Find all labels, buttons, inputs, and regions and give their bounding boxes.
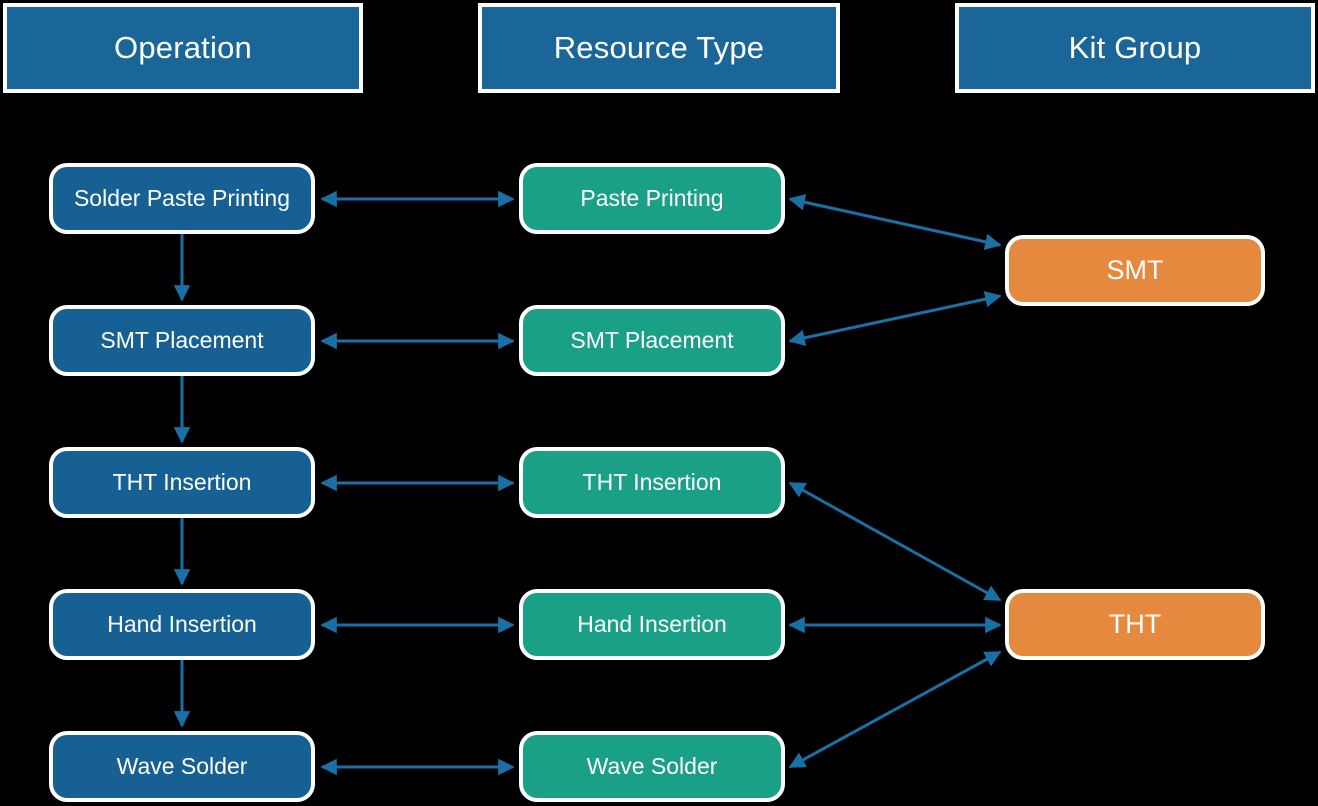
node-label: SMT <box>1106 255 1164 285</box>
node-label: SMT Placement <box>100 327 264 353</box>
node-label: THT <box>1108 609 1162 639</box>
node-label: Wave Solder <box>586 753 718 779</box>
node-label: Hand Insertion <box>107 611 257 637</box>
column-header-kit-group: Kit Group <box>955 3 1315 93</box>
node-label: Wave Solder <box>116 753 248 779</box>
node-resource-tht-insertion[interactable]: THT Insertion <box>519 447 785 518</box>
node-kit-group-tht[interactable]: THT <box>1005 589 1265 660</box>
edge-rt-kg-paste-smt <box>788 194 1002 250</box>
node-label: THT Insertion <box>112 469 252 495</box>
column-header-operation-label: Operation <box>114 30 252 65</box>
node-operation-smt-placement[interactable]: SMT Placement <box>49 305 315 376</box>
node-kit-group-smt[interactable]: SMT <box>1005 235 1265 306</box>
node-label: THT Insertion <box>582 469 722 495</box>
column-header-resource-type: Resource Type <box>478 3 840 93</box>
node-label: Hand Insertion <box>577 611 727 637</box>
column-header-kit-group-label: Kit Group <box>1068 30 1202 65</box>
column-header-resource-type-label: Resource Type <box>553 30 765 65</box>
node-label: Solder Paste Printing <box>73 185 291 211</box>
edge-rt-kg-tht-tht <box>788 481 1002 602</box>
node-label: SMT Placement <box>570 327 734 353</box>
node-resource-wave-solder[interactable]: Wave Solder <box>519 731 785 802</box>
node-resource-paste-printing[interactable]: Paste Printing <box>519 163 785 234</box>
node-operation-tht-insertion[interactable]: THT Insertion <box>49 447 315 518</box>
node-resource-smt-placement[interactable]: SMT Placement <box>519 305 785 376</box>
node-label: Paste Printing <box>580 185 724 211</box>
column-header-operation: Operation <box>3 3 363 93</box>
node-operation-wave-solder[interactable]: Wave Solder <box>49 731 315 802</box>
edge-rt-kg-wave-tht <box>788 650 1002 769</box>
edge-rt-kg-smtplace-smt <box>788 291 1002 346</box>
node-operation-solder-paste-printing[interactable]: Solder Paste Printing <box>49 163 315 234</box>
node-resource-hand-insertion[interactable]: Hand Insertion <box>519 589 785 660</box>
node-operation-hand-insertion[interactable]: Hand Insertion <box>49 589 315 660</box>
